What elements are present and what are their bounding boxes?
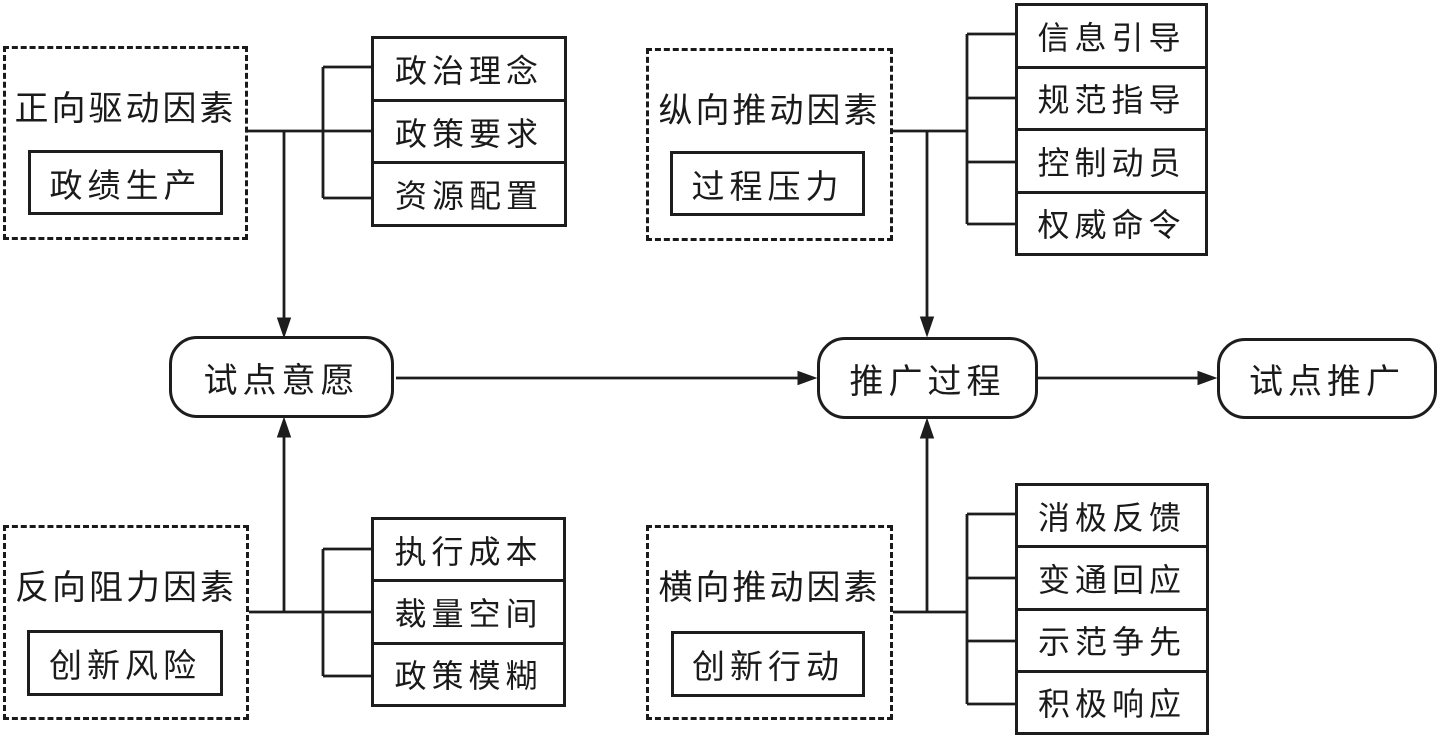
connector-negative-group	[249, 416, 371, 678]
node-pilot-willingness: 试点意愿	[169, 336, 394, 418]
node-label: 试点推广	[1249, 364, 1405, 401]
box-label: 过程压力	[691, 169, 844, 206]
arrow-up-to-pilot-willingness	[276, 416, 292, 438]
stack-item: 资源配置	[374, 161, 564, 224]
stack-item: 权威命令	[1018, 190, 1205, 254]
group-title: 纵向推动因素	[658, 93, 881, 130]
stack-negative-items: 执行成本 裁量空间 政策模糊	[371, 517, 566, 707]
stack-item: 政策模糊	[374, 641, 563, 704]
arrow-up-to-promotion-process	[919, 417, 935, 439]
box-label: 创新行动	[692, 650, 844, 686]
stack-item: 规范指导	[1018, 65, 1205, 129]
group-title: 正向驱动因素	[14, 91, 237, 128]
box-process-pressure: 过程压力	[670, 151, 865, 216]
connector-horizontal-group	[893, 417, 1015, 706]
box-performance-production: 政绩生产	[28, 150, 223, 215]
group-title: 横向推动因素	[658, 570, 881, 607]
arrow-process-to-promotion	[1197, 370, 1218, 386]
stack-item: 示范争先	[1018, 607, 1206, 670]
node-label: 试点意愿	[203, 362, 360, 400]
connector-positive-group	[248, 65, 371, 339]
arrow-down-to-pilot-willingness	[276, 317, 292, 339]
stack-item: 裁量空间	[374, 579, 563, 641]
stack-item: 政策要求	[374, 98, 564, 162]
arrow-willingness-to-process	[797, 370, 818, 386]
connector-main-flow	[396, 370, 1218, 386]
stack-item: 积极响应	[1018, 669, 1206, 732]
group-title: 反向阻力因素	[15, 570, 237, 607]
node-pilot-promotion: 试点推广	[1217, 338, 1437, 419]
box-innovation-risk: 创新风险	[27, 630, 223, 696]
node-label: 推广过程	[849, 363, 1006, 401]
stack-vertical-items: 信息引导 规范指导 控制动员 权威命令	[1015, 3, 1208, 256]
box-label: 政绩生产	[49, 168, 202, 205]
stack-item: 执行成本	[394, 533, 543, 570]
connector-vertical-group	[893, 32, 1015, 338]
stack-item: 消极反馈	[1037, 499, 1186, 536]
stack-horizontal-items: 消极反馈 变通回应 示范争先 积极响应	[1015, 483, 1209, 735]
stack-item: 信息引导	[1037, 19, 1186, 56]
box-innovation-action: 创新行动	[671, 631, 865, 697]
stack-item: 政治理念	[394, 52, 543, 89]
node-promotion-process: 推广过程	[817, 337, 1038, 419]
arrow-down-to-promotion-process	[919, 316, 935, 338]
stack-item: 控制动员	[1018, 128, 1205, 191]
stack-positive-items: 政治理念 政策要求 资源配置	[371, 36, 567, 227]
stack-item: 变通回应	[1018, 545, 1206, 607]
box-label: 创新风险	[49, 649, 201, 685]
